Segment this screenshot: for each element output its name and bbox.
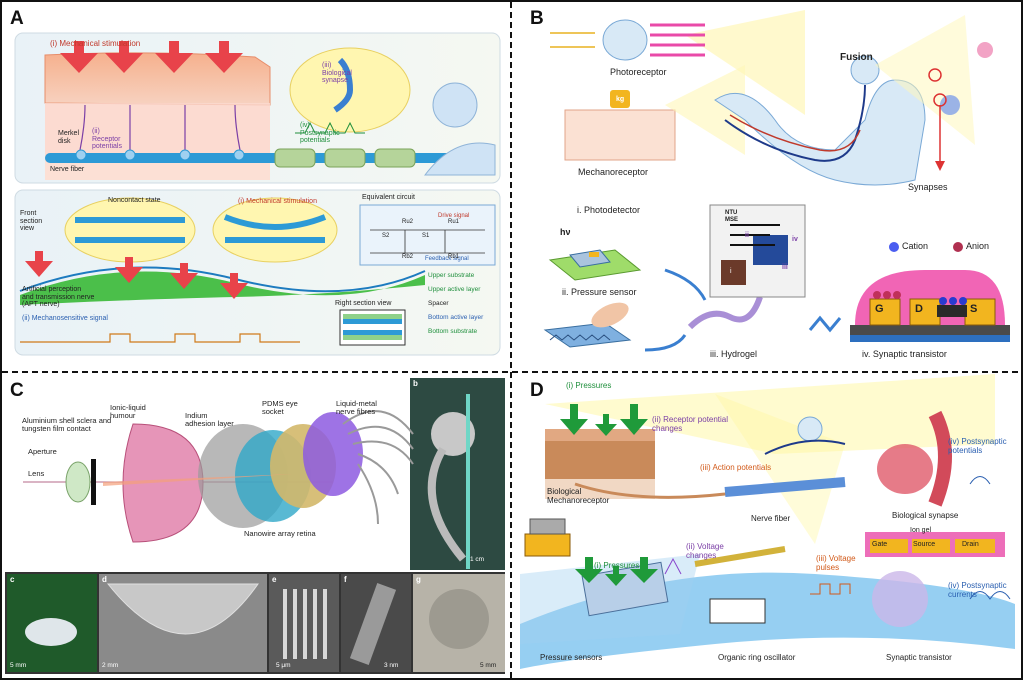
b-chip-mark-i: i (730, 268, 732, 275)
a-mech-stim2-label: (i) Mechanical stimulation (238, 198, 317, 205)
c-scale-f: 3 nm (384, 662, 399, 669)
a-layer-2: Spacer (428, 300, 449, 307)
b-chip-mark-ii: ii (745, 232, 749, 239)
d-postsynaptic-potentials-label: (iv) Postsynaptic potentials (948, 437, 1007, 455)
d-pressures-label: (i) Pressures (566, 381, 612, 390)
b-electrode-d: D (915, 303, 923, 315)
a-bio-synapse-label: (iii) Biological synapse (322, 62, 352, 85)
b-photoreceptor-label: Photoreceptor (610, 67, 667, 77)
a-mech-stim-label: (i) Mechanical stimulation (50, 39, 141, 48)
c-scale-g: 5 mm (480, 662, 497, 669)
c-scale-c: 5 mm (10, 662, 27, 669)
d-postsynaptic-currents-label: (iv) Postsynaptic currents (948, 581, 1007, 599)
c-sub-c: c (10, 575, 15, 584)
b-mechanoreceptor-label: Mechanoreceptor (578, 167, 649, 177)
d-pressures2-label: (i) Pressures (594, 561, 640, 570)
d-voltage-pulses-label: (iii) Voltage pulses (816, 554, 856, 572)
b-fusion-label: Fusion (840, 52, 873, 63)
a-postsynaptic-label: (iv) Postsynaptic potentials (300, 122, 340, 145)
d-receptor-potential-label: (ii) Receptor potential changes (652, 415, 729, 433)
a-s2-label: S2 (382, 233, 390, 239)
a-mechanosensitive-label: (ii) Mechanosensitive signal (22, 315, 108, 322)
panel-letter-a: A (10, 8, 24, 29)
d-gate-label: Gate (872, 541, 888, 548)
c-pdms-label: PDMS eye socket (262, 399, 298, 417)
a-noncontact-label: Noncontact state (108, 197, 161, 204)
b-chip-text: NTU MSE (725, 210, 739, 223)
a-apt-nerve-label: Artificial perception and transmission n… (22, 286, 95, 309)
b-hv-label: hν (560, 227, 571, 237)
d-pressure-sensors-label: Pressure sensors (540, 653, 603, 662)
c-indium-label: Indium adhesion layer (185, 411, 234, 429)
c-sub-g: g (416, 575, 421, 584)
b-pressure-sensor-label: ii. Pressure sensor (562, 287, 637, 297)
b-chip-mark-iv: iv (792, 236, 798, 243)
panel-letter-b: B (530, 8, 544, 29)
a-equiv-circuit-label: Equivalent circuit (362, 194, 415, 201)
panel-letter-d: D (530, 380, 544, 401)
d-bio-mech-label: Biological Mechanoreceptor (547, 487, 610, 505)
a-layer-1: Upper active layer (428, 286, 481, 293)
a-merkel-label: Merkel disk (58, 130, 80, 145)
d-source-label: Source (913, 541, 936, 548)
c-aperture-label: Aperture (28, 447, 57, 456)
b-kg-label: kg (616, 96, 625, 103)
b-synapses-label: Synapses (908, 182, 948, 192)
a-nerve-fiber-label: Nerve fiber (50, 166, 85, 173)
a-ru2-label: Ru2 (402, 219, 414, 225)
c-shell-label: Aluminium shell sclera and tungsten film… (22, 416, 112, 434)
a-drive-signal-label: Drive signal (438, 213, 470, 219)
a-rb1-label: Rb1 (448, 254, 460, 260)
panel-a-drawing (14, 32, 501, 356)
c-humour-label: Ionic-liquid humour (110, 403, 146, 421)
c-lens-label: Lens (28, 469, 45, 478)
d-nerve-fiber-label: Nerve fiber (751, 514, 791, 523)
c-sub-d: d (102, 575, 107, 584)
b-hydrogel-label: iii. Hydrogel (710, 349, 758, 359)
panel-letter-c: C (10, 380, 24, 401)
d-bio-synapse-label: Biological synapse (892, 511, 959, 520)
a-front-section-label: Front section view (20, 210, 43, 233)
a-layer-0: Upper substrate (428, 272, 475, 279)
a-layer-4: Bottom substrate (428, 328, 478, 335)
a-right-section-label: Right section view (335, 300, 392, 307)
panel-d-drawing (520, 374, 1015, 669)
d-drain-label: Drain (962, 541, 979, 548)
a-layer-3: Bottom active layer (428, 314, 484, 321)
a-receptor-label: (ii) Receptor potentials (92, 128, 122, 151)
b-cation-label: Cation (902, 241, 929, 251)
c-sub-b: b (413, 379, 418, 388)
d-action-potentials-label: (iii) Action potentials (700, 463, 772, 472)
b-electrode-g: G (875, 303, 884, 315)
c-retina-label: Nanowire array retina (244, 529, 316, 538)
c-sub-f: f (344, 575, 347, 584)
c-scale-d: 2 mm (102, 662, 119, 669)
c-sub-e: e (272, 575, 277, 584)
panel-b-drawing (543, 10, 1010, 352)
panel-c-drawing (5, 378, 505, 674)
a-ru1-label: Ru1 (448, 219, 460, 225)
a-feedback-signal-label: Feedback signal (425, 256, 469, 262)
b-synaptic-transistor-label: iv. Synaptic transistor (862, 349, 947, 359)
b-photodetector-label: i. Photodetector (577, 205, 641, 215)
c-scale-e: 5 μm (276, 662, 291, 669)
b-electrode-s: S (970, 303, 978, 315)
d-ion-gel-label: Ion gel (910, 527, 932, 534)
d-synaptic-transistor-label: Synaptic transistor (886, 653, 952, 662)
c-scale-b: 1 cm (470, 556, 485, 563)
b-anion-label: Anion (966, 241, 990, 251)
d-ring-oscillator-label: Organic ring oscillator (718, 653, 796, 662)
d-voltage-changes-label: (ii) Voltage changes (686, 542, 724, 560)
c-liquid-metal-label: Liquid-metal nerve fibres (336, 399, 377, 417)
a-s1-label: S1 (422, 233, 430, 239)
a-rb2-label: Rb2 (402, 254, 414, 260)
b-chip-mark-iii: iii (782, 264, 788, 271)
